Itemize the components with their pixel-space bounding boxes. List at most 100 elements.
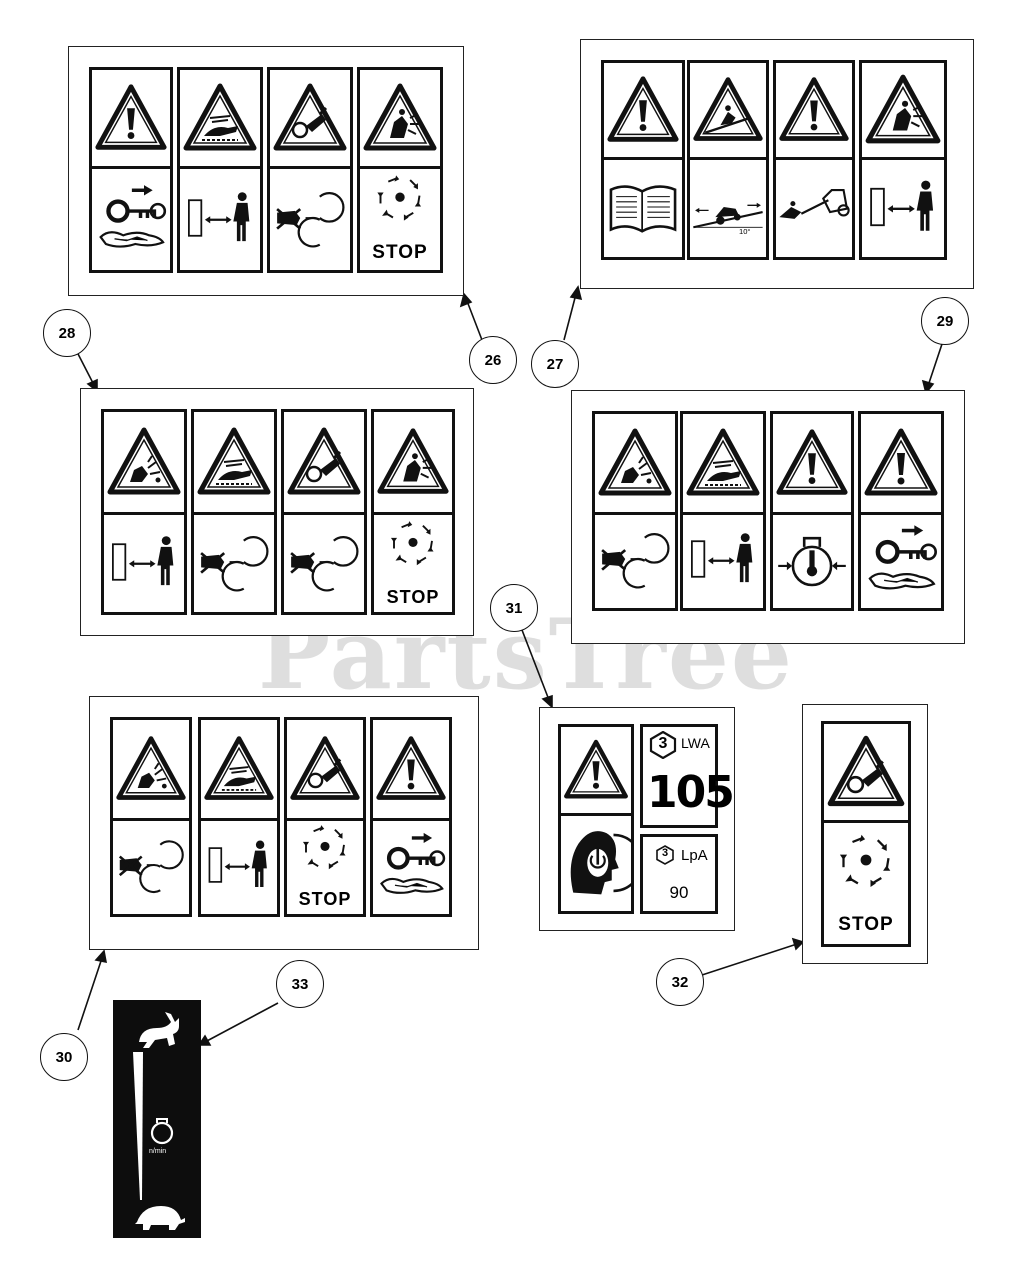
no-hands-blade-icon [595,510,675,608]
decal-30-2 [198,717,280,917]
warning-exclamation-icon [373,720,449,818]
hexagon-badge-icon [656,845,674,865]
sound-pressure-decal: 3 LpA 90 [640,834,718,914]
keep-distance-icon [201,816,277,914]
decal-sheet-29 [571,390,965,644]
hand-cut-warning-icon [194,412,274,512]
hand-cut-warning-icon [201,720,277,818]
lwa-label: LWA [681,735,710,751]
keep-distance-icon [862,157,944,257]
keep-distance-icon [104,512,184,612]
blade-stop-icon [287,816,363,892]
read-manual-icon [604,157,682,257]
tractor-slope-icon [690,157,766,257]
keep-distance-icon [180,166,260,270]
decal-30-1 [110,717,192,917]
decal-26-4: STOP [357,67,443,273]
warning-exclamation-icon [604,63,682,157]
hexagon-badge-icon [649,731,677,759]
foot-blade-warning-icon [284,412,364,512]
rabbit-fast-icon [139,1012,179,1048]
callout-27: 27 [531,340,579,388]
callout-31: 31 [490,584,538,632]
sound-power-decal: 3 LWA 105 [640,724,735,828]
foot-blade-warning-icon [287,720,363,818]
blade-stop-icon [360,166,440,244]
thrown-object-warning-icon [862,63,944,157]
no-hands-blade-icon [270,166,350,270]
decal-sheet-27 [580,39,974,289]
callout-30: 30 [40,1033,88,1081]
warning-exclamation-icon [861,414,941,512]
lwa-value: 105 [647,767,735,818]
blade-stop-icon [374,512,452,588]
no-hands-blade-icon [194,512,274,612]
decal-30-4 [370,717,452,917]
decal-27-4 [859,60,947,260]
decal-28-2 [191,409,277,615]
decal-26-3 [267,67,353,273]
decal-29-3 [770,411,854,611]
decal-27-3 [773,60,855,260]
decal-27-1 [601,60,685,260]
thrown-object-warning-icon [104,412,184,512]
stop-label: STOP [372,242,428,263]
hand-cut-warning-icon [180,70,260,166]
keep-distance-icon [683,510,763,608]
warning-exclamation-icon [776,63,852,157]
remove-key-icon [861,510,941,608]
stop-label: STOP [298,889,352,909]
decal-31-hearing [558,724,634,914]
decal-28-3 [281,409,367,615]
lpa-value: 90 [669,883,689,902]
decal-26-1 [89,67,173,273]
hearing-protection-icon [561,813,631,911]
debris-warning-icon [595,414,675,512]
callout-33: 33 [276,960,324,1008]
decal-sheet-32: STOP [802,704,928,964]
foot-blade-warning-icon [824,724,908,820]
no-hands-blade-icon [284,512,364,612]
decal-29-2 [680,411,766,611]
remove-key-icon [92,166,170,270]
decal-32-1: STOP [821,721,911,947]
callout-26: 26 [469,336,517,384]
no-hands-blade-icon [113,816,189,914]
decal-28-1 [101,409,187,615]
stop-label: STOP [838,914,894,935]
slope-warning-icon [690,63,766,157]
rpm-unit-label: n/min [149,1148,167,1155]
tractor-crush-icon [776,157,852,257]
callout-28: 28 [43,309,91,357]
lpa-number: 3 [661,847,669,859]
callout-29: 29 [921,297,969,345]
speed-wedge-icon [133,1052,143,1200]
hand-cut-warning-icon [683,414,763,512]
decal-26-2 [177,67,263,273]
hand-injury-warning-icon [374,412,452,512]
decal-27-2 [687,60,769,260]
turtle-slow-icon [135,1206,185,1230]
remove-key-icon [373,816,449,914]
stop-label: STOP [386,587,440,607]
debris-warning-icon [113,720,189,818]
decal-29-4 [858,411,944,611]
engine-rpm-icon [150,1118,174,1145]
hand-injury-warning-icon [360,70,440,166]
hot-engine-icon [773,510,851,608]
decal-sheet-31: 3 LWA 105 3 LpA 90 [539,707,735,931]
warning-exclamation-icon [773,414,851,512]
decal-sheet-30: STOP [89,696,479,950]
decal-30-3: STOP [284,717,366,917]
decal-28-4: STOP [371,409,455,615]
warning-exclamation-icon [561,727,631,813]
decal-sheet-26: STOP [68,46,464,296]
throttle-decal-33: n/min [113,1000,201,1238]
blade-stop-icon [824,824,908,914]
decal-29-1 [592,411,678,611]
foot-blade-warning-icon [270,70,350,166]
lpa-label: LpA [681,847,708,864]
callout-32: 32 [656,958,704,1006]
decal-sheet-28: STOP [80,388,474,636]
